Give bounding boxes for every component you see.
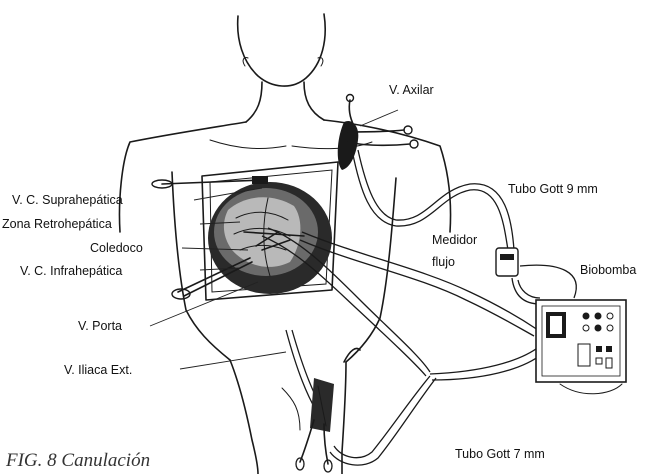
label-medidor: Medidor bbox=[432, 233, 477, 247]
label-v-c-infrahepatica: V. C. Infrahepática bbox=[20, 264, 122, 278]
iliac-cannula-site bbox=[296, 349, 360, 473]
label-zona-retrohepatica: Zona Retrohepática bbox=[2, 217, 112, 231]
label-tubo-gott-9: Tubo Gott 9 mm bbox=[508, 182, 598, 196]
label-v-axilar: V. Axilar bbox=[389, 83, 434, 97]
axillary-cannula-site bbox=[338, 95, 418, 171]
figure-caption: FIG. 8 Canulación bbox=[5, 450, 150, 471]
label-flujo: flujo bbox=[432, 255, 455, 269]
label-v-porta: V. Porta bbox=[78, 319, 122, 333]
biobomba-console bbox=[536, 300, 626, 394]
label-v-iliaca-ext: V. Iliaca Ext. bbox=[64, 363, 132, 377]
label-coledoco: Coledoco bbox=[90, 241, 143, 255]
label-biobomba: Biobomba bbox=[580, 263, 636, 277]
label-tubo-gott-7: Tubo Gott 7 mm bbox=[455, 447, 545, 461]
label-v-c-suprahepatica: V. C. Suprahepática bbox=[12, 193, 123, 207]
